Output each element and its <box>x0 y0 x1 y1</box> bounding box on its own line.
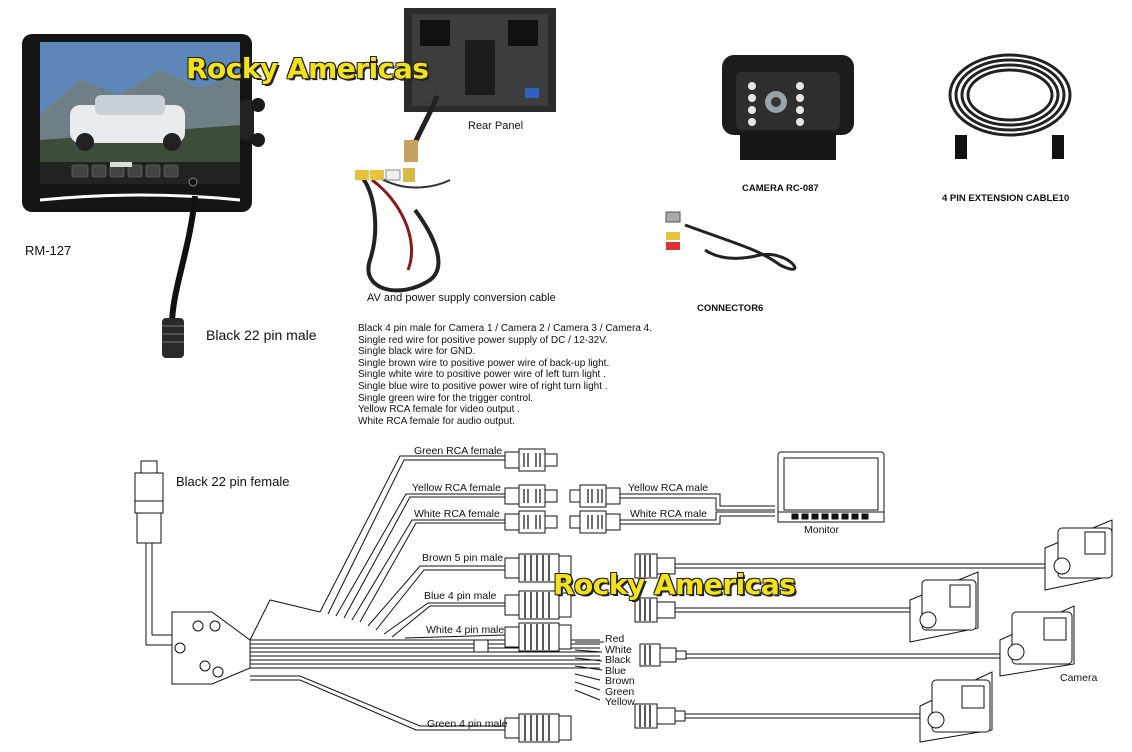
wire-color-label: Brown <box>605 675 635 687</box>
wire-color-label: Blue <box>605 664 627 677</box>
av-cable-label: AV and power supply conversion cable <box>367 292 556 304</box>
camera-photo <box>722 55 854 160</box>
extension-cable-label: 4 PIN EXTENSION CABLE10 <box>942 193 1070 204</box>
connector-cable-photo <box>665 211 797 271</box>
22pin-male-plug <box>162 318 184 358</box>
wire-color-label: White <box>605 643 632 656</box>
note-line: Single blue wire to positive power wire … <box>358 380 608 392</box>
note-line: Single brown wire to positive power wire… <box>358 357 610 369</box>
note-line: Single green wire for the trigger contro… <box>358 392 534 404</box>
monitor-connector-label: Black 22 pin male <box>206 327 317 343</box>
white-4pin-label: White 4 pin male <box>426 624 505 636</box>
note-line: Single white wire to positive power wire… <box>358 369 606 381</box>
white-rca-female-label: White RCA female <box>414 508 500 520</box>
green-4pin-label: Green 4 pin male <box>427 718 508 730</box>
camera-icon-1 <box>1044 519 1113 591</box>
wiring-notes: Black 4 pin male for Camera 1 / Camera 2… <box>358 323 652 427</box>
camera-icon-2 <box>909 571 979 643</box>
wire-color-label: Green <box>605 685 635 698</box>
wire-color-list: Red White Black Blue Brown Green Yellow <box>605 634 635 708</box>
wire-color-label: Red <box>605 633 625 645</box>
camera-label: Camera <box>1060 672 1098 684</box>
note-line: Single black wire for GND. <box>358 346 476 358</box>
note-line: Black 4 pin male for Camera 1 / Camera 2… <box>358 323 653 334</box>
rear-panel-label: Rear Panel <box>468 120 524 132</box>
av-cable-photo <box>355 168 451 293</box>
camera-model-label: CAMERA RC-087 <box>742 183 819 194</box>
green-rca-female-label: Green RCA female <box>414 445 503 457</box>
white-rca-male-label: White RCA male <box>630 508 708 520</box>
extension-cable-photo <box>948 53 1072 159</box>
note-line: White RCA female for audio output. <box>358 415 515 427</box>
watermark-bottom: Rocky Americas <box>553 568 796 601</box>
yellow-rca-female-label: Yellow RCA female <box>412 482 501 494</box>
wire-color-label: Black <box>605 654 631 666</box>
rear-panel-photo <box>404 8 556 112</box>
camera-icon-4 <box>919 671 993 743</box>
yellow-rca-male-label: Yellow RCA male <box>628 482 709 494</box>
blue-4pin-label: Blue 4 pin male <box>424 590 497 602</box>
note-line: Single red wire for positive power suppl… <box>358 334 608 346</box>
note-line: Yellow RCA female for video output . <box>358 404 520 416</box>
connector-label: CONNECTOR6 <box>697 303 764 314</box>
monitor-photo <box>22 34 265 212</box>
wire-color-label: Yellow <box>605 696 635 708</box>
watermark-top: Rocky Americas <box>186 52 429 85</box>
monitor-label: Monitor <box>804 524 840 536</box>
brown-5pin-label: Brown 5 pin male <box>422 552 504 564</box>
female-connector-label: Black 22 pin female <box>176 474 290 489</box>
camera-icon-3 <box>999 605 1075 677</box>
monitor-model-label: RM-127 <box>25 243 72 258</box>
